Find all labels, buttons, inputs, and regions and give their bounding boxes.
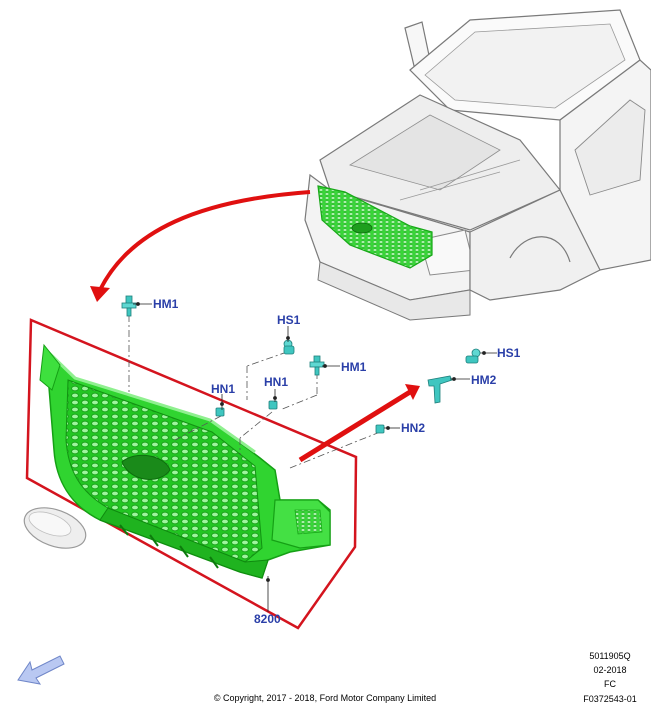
clip-hn1-right xyxy=(268,400,278,410)
clip-hn2 xyxy=(375,424,385,434)
callout-hm1-top: HM1 xyxy=(153,297,179,311)
callout-hs1-center: HS1 xyxy=(277,313,301,327)
copyright-notice: © Copyright, 2017 - 2018, Ford Motor Com… xyxy=(213,693,437,703)
clip-hm1-top xyxy=(121,295,137,317)
callout-hn1-left: HN1 xyxy=(211,382,235,396)
grille-assembly xyxy=(39,343,331,579)
callout-hm2: HM2 xyxy=(471,373,497,387)
location-arrow xyxy=(90,190,311,302)
exploded-view-frame xyxy=(25,318,358,630)
callout-hs1-right: HS1 xyxy=(497,346,521,360)
ford-emblem xyxy=(23,507,87,549)
truck-grille-highlight xyxy=(317,185,433,269)
assembly-leaders xyxy=(128,315,381,469)
callout-hn1-right: HN1 xyxy=(264,375,288,389)
clip-hn1-left xyxy=(215,407,225,417)
callout-hm1-center: HM1 xyxy=(341,360,367,374)
detail-arrow xyxy=(298,384,420,463)
back-arrow-icon[interactable] xyxy=(17,655,65,685)
doc-code: 5011905Q xyxy=(589,651,631,661)
clip-hs1-right xyxy=(465,348,481,364)
doc-date: 02-2018 xyxy=(593,665,627,675)
clip-hm1-center xyxy=(309,355,325,376)
clip-hs1-center xyxy=(283,339,295,355)
truck-illustration xyxy=(304,9,651,321)
callout-grille-part: 8200 xyxy=(254,612,281,626)
bracket-hm2 xyxy=(427,375,453,404)
doc-fc: FC xyxy=(604,679,616,689)
callout-hn2: HN2 xyxy=(401,421,425,435)
callout-leaders xyxy=(133,302,497,612)
figure-id: F0372543-01 xyxy=(583,694,637,704)
